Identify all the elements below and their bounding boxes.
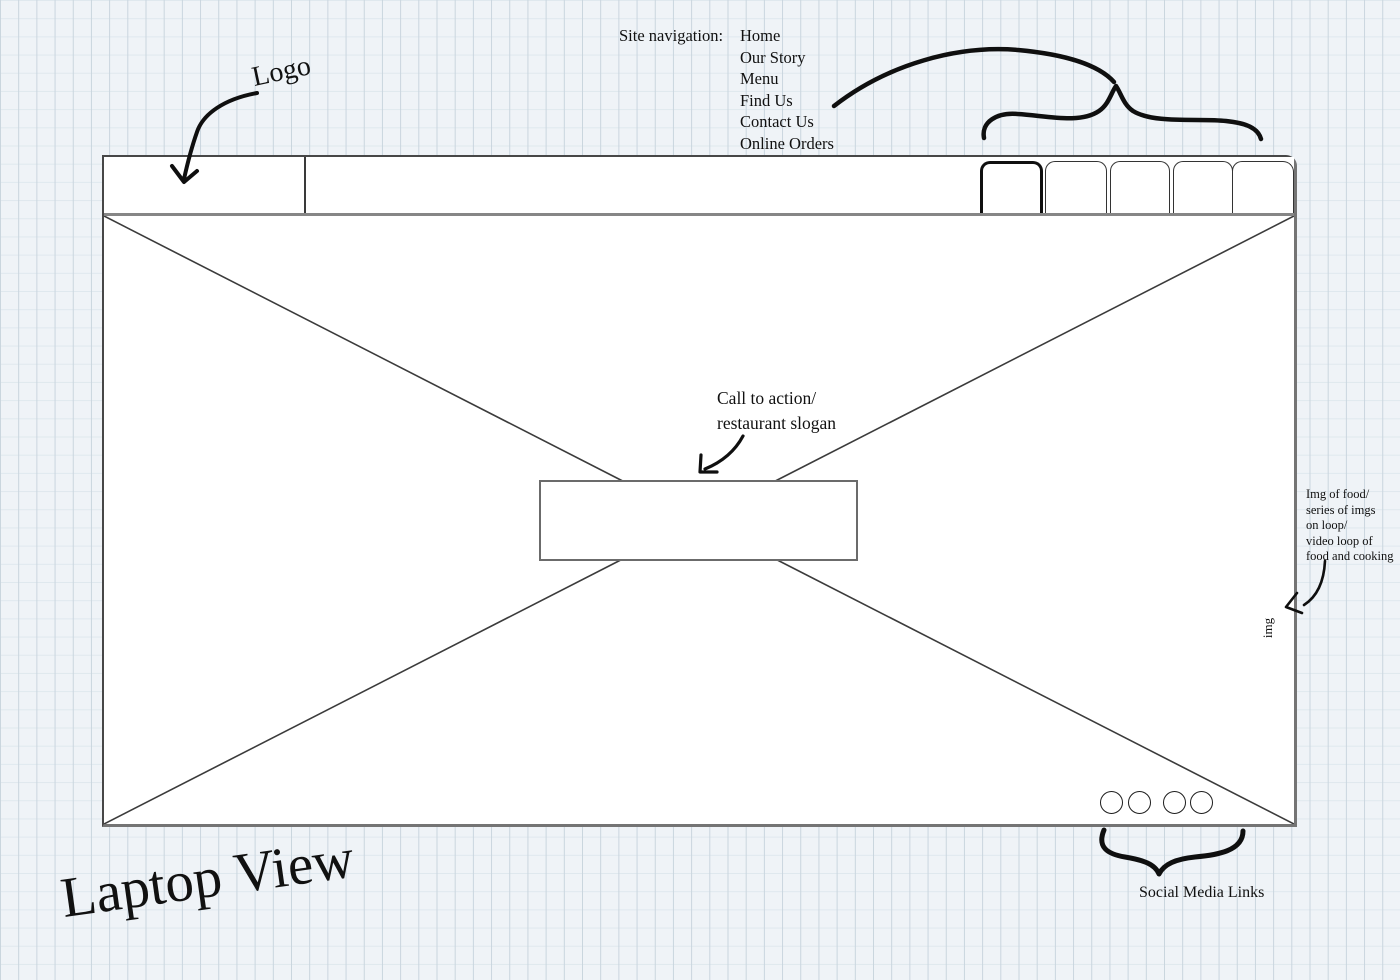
social-icon-circle bbox=[1190, 791, 1213, 814]
media-note-arrow bbox=[1302, 559, 1327, 607]
nav-annotation-curve bbox=[831, 47, 1117, 109]
nav-tabs-brace bbox=[981, 83, 1264, 142]
img-inline-label: img bbox=[1260, 617, 1276, 639]
nav-item-find-us: Find Us bbox=[740, 90, 793, 110]
cta-annotation: Call to action/ restaurant slogan bbox=[717, 386, 836, 436]
nav-item-our-story: Our Story bbox=[740, 47, 806, 67]
cta-annotation-line1: Call to action/ bbox=[717, 388, 817, 408]
nav-tab-menu bbox=[1110, 161, 1170, 213]
cta-placeholder-box bbox=[539, 480, 858, 561]
media-annotation-line2: series of imgs bbox=[1306, 502, 1376, 517]
media-annotation-line4: video loop of bbox=[1306, 533, 1373, 548]
nav-tab-contact bbox=[1232, 161, 1294, 213]
social-icon-circle bbox=[1128, 791, 1151, 814]
nav-tab-find-us bbox=[1173, 161, 1233, 213]
media-annotation-line5: food and cooking bbox=[1306, 549, 1394, 564]
social-icon-circle bbox=[1163, 791, 1186, 814]
logo-annotation-label: Logo bbox=[249, 50, 314, 93]
nav-tab-our-story bbox=[1045, 161, 1107, 213]
wireframe-browser-frame bbox=[102, 155, 1297, 827]
nav-item-contact-us: Contact Us bbox=[740, 112, 814, 132]
site-navigation-item-list: Home Our Story Menu Find Us Contact Us O… bbox=[740, 25, 834, 155]
page-title: Laptop View bbox=[57, 826, 358, 931]
media-annotation-line1: Img of food/ bbox=[1306, 487, 1370, 501]
social-media-links-label: Social Media Links bbox=[1139, 884, 1265, 901]
nav-item-home: Home bbox=[740, 26, 781, 45]
social-icon-circle bbox=[1100, 791, 1123, 814]
site-navigation-label: Site navigation: bbox=[619, 26, 724, 45]
nav-item-menu: Menu bbox=[740, 69, 779, 89]
social-links-brace bbox=[1099, 827, 1246, 877]
media-annotation: Img of food/ series of imgs on loop/ vid… bbox=[1306, 487, 1400, 565]
logo-placeholder-box bbox=[104, 157, 306, 213]
nav-tab-home bbox=[980, 161, 1043, 213]
media-annotation-line3: on loop/ bbox=[1306, 518, 1348, 533]
cta-annotation-line2: restaurant slogan bbox=[717, 413, 837, 433]
nav-item-online-orders: Online Orders bbox=[740, 133, 834, 153]
